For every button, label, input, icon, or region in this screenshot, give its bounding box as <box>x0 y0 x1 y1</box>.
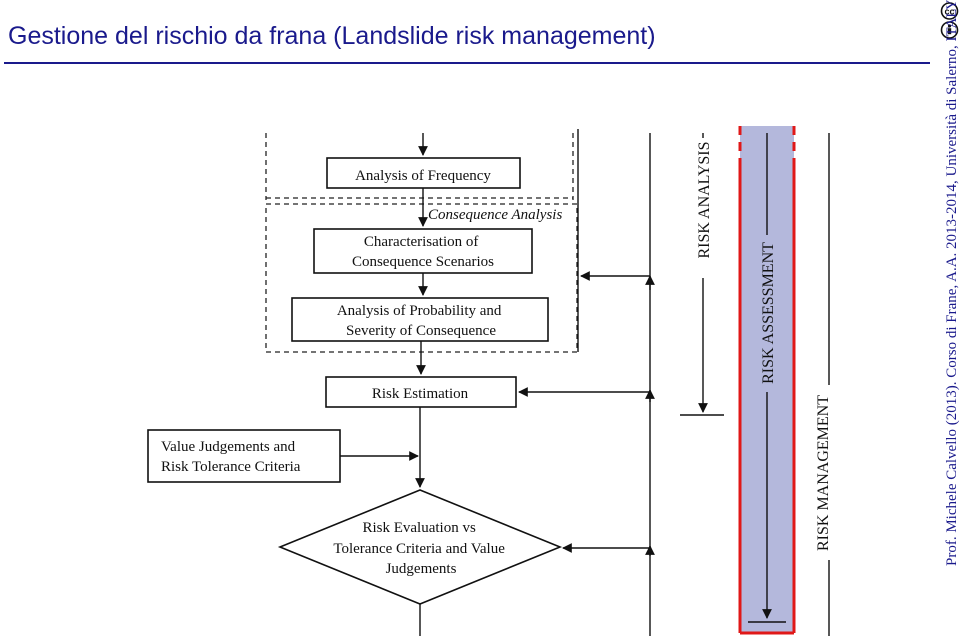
risk-analysis-label: RISK ANALYSIS <box>696 141 713 258</box>
risk-flow-diagram: Analysis of Frequency Consequence Analys… <box>147 126 832 636</box>
cc-license-icon: cc <box>940 2 959 39</box>
frequency-label: Analysis of Frequency <box>355 168 491 184</box>
svg-text:cc: cc <box>944 7 954 17</box>
flow-connectors <box>340 129 579 636</box>
risk-assessment-border <box>738 126 796 635</box>
slide-title: Gestione del rischio da frana (Landslide… <box>8 22 656 50</box>
frequency-dashed-frame <box>265 133 574 200</box>
probability-label: Analysis of Probability and Severity of … <box>337 303 505 339</box>
title-divider <box>4 62 930 64</box>
estimation-label: Risk Estimation <box>372 386 469 402</box>
judgements-label: Value Judgements and Risk Tolerance Crit… <box>161 439 301 475</box>
estimation-box <box>325 376 517 408</box>
evaluation-label: Risk Evaluation vs Tolerance Criteria an… <box>333 520 508 577</box>
consequence-analysis-label: Consequence Analysis <box>428 207 562 223</box>
feedback-lines <box>518 133 655 636</box>
risk-assessment-label: RISK ASSESSMENT <box>760 242 777 384</box>
characterisation-label: Characterisation of Consequence Scenario… <box>352 234 494 270</box>
credit-text: Prof. Michele Calvello (2013). Corso di … <box>944 0 960 566</box>
judgements-box <box>147 429 341 483</box>
probability-box <box>291 297 549 342</box>
risk-management-label: RISK MANAGEMENT <box>815 395 832 551</box>
frequency-box <box>326 157 521 189</box>
